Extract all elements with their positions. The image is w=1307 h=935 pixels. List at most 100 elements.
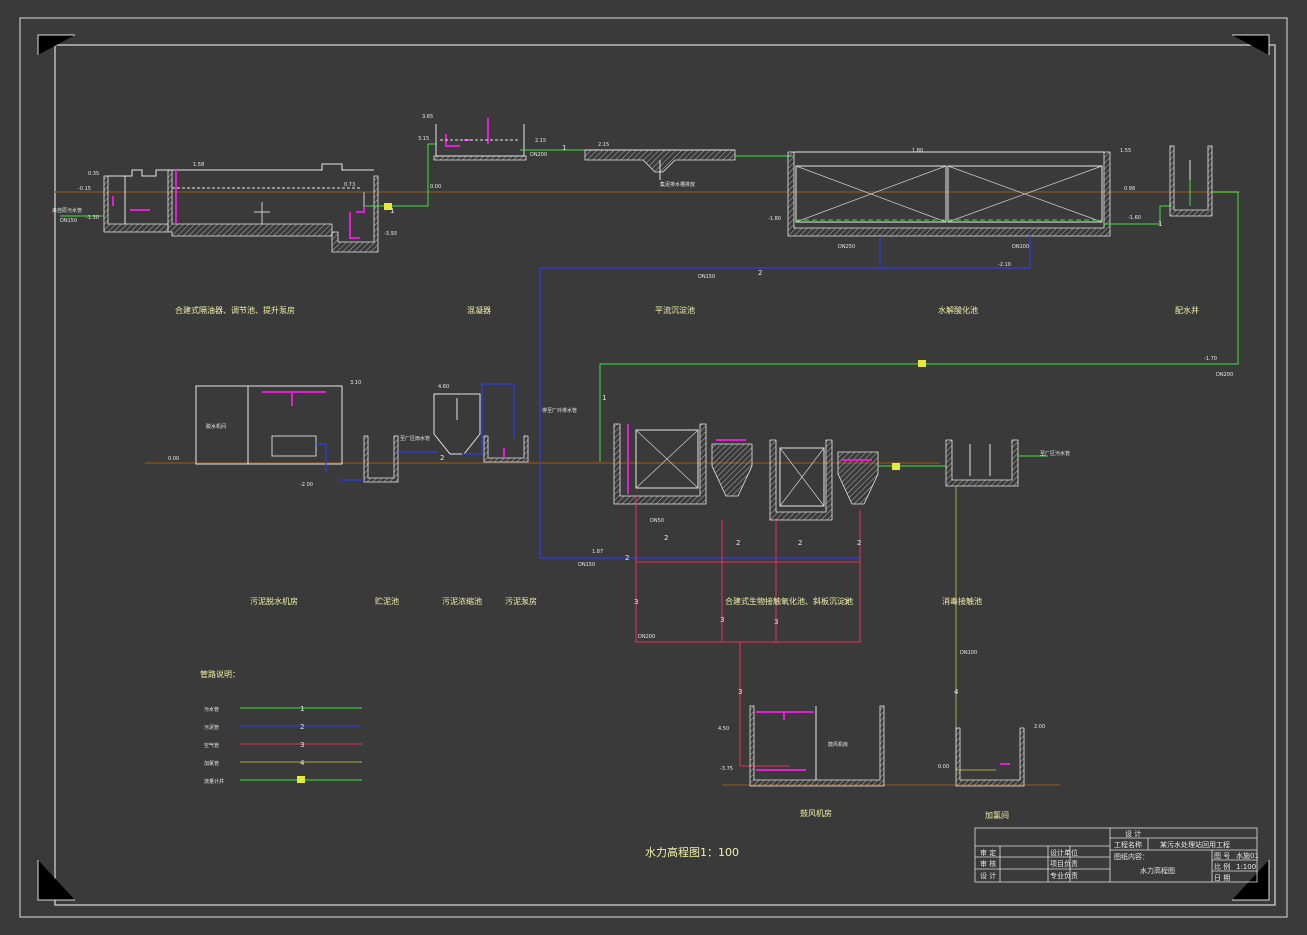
elev-e27: -3.75 xyxy=(720,766,733,772)
tb-drawing-name: 水力高程图 xyxy=(1140,866,1175,875)
svg-text:2: 2 xyxy=(440,454,444,462)
unit-hydrolysis xyxy=(787,151,1111,237)
unit-thickener xyxy=(433,393,481,455)
legend-item-0: 污水管 xyxy=(204,706,219,713)
legend-title: 管路说明： xyxy=(200,669,240,679)
corner-marks xyxy=(37,34,1270,901)
svg-text:3: 3 xyxy=(844,598,848,606)
tb-row0-a: 审 定 xyxy=(980,848,996,857)
note-n4: 至厂区污水管 xyxy=(1040,450,1070,457)
pipe-p8: DN50 xyxy=(650,518,664,524)
svg-text:3: 3 xyxy=(634,598,638,606)
elev-e15: -1.80 xyxy=(768,216,781,222)
label-u10: 合建式生物接触氧化池、斜板沉淀池 xyxy=(725,596,853,606)
pipe-p5: DN150 xyxy=(698,274,715,280)
elev-e26: 0.00 xyxy=(938,764,949,770)
title-block-text: 工程名称 某污水处理站回用工程 设 计 图纸内容： 水力高程图 图 号 水施01… xyxy=(980,829,1259,882)
svg-text:3: 3 xyxy=(738,688,742,696)
label-u3: 平流沉淀池 xyxy=(655,305,695,315)
tb-row2-a: 设 计 xyxy=(980,871,996,880)
pipe-p7: DN150 xyxy=(578,562,595,568)
flowmeter-1 xyxy=(384,203,392,210)
unit-dewatering xyxy=(195,385,343,472)
legend-num-2: 3 xyxy=(300,741,304,749)
elev-e8: 3.15 xyxy=(418,136,429,142)
elev-e9: 2.15 xyxy=(535,138,546,144)
elev-e2: -1.30 xyxy=(86,215,99,221)
unit-chlorination xyxy=(955,727,1025,787)
legend-item-1: 污泥管 xyxy=(204,724,219,731)
unit-oil-separator xyxy=(103,163,379,253)
label-u1: 合建式隔油器、调节池、提升泵房 xyxy=(175,305,295,315)
tb-scale-value: 1:100 xyxy=(1236,863,1256,871)
unit-sedimentation xyxy=(584,149,736,180)
note-n1: 来自原污水管 xyxy=(52,207,82,214)
tb-project-label: 工程名称 xyxy=(1114,840,1142,849)
legend-num-1: 2 xyxy=(300,723,304,731)
label-u8: 污泥浓缩池 xyxy=(442,596,482,606)
elev-e12: 1.80 xyxy=(912,148,923,154)
pipe-p9: DN200 xyxy=(638,634,655,640)
label-u12: 鼓风机房 xyxy=(800,808,832,818)
svg-text:2: 2 xyxy=(664,534,668,542)
unit-disinfection xyxy=(945,439,1019,487)
unit-sludge-storage xyxy=(340,435,399,483)
tb-project-name: 某污水处理站回用工程 xyxy=(1160,840,1230,849)
legend-num-3: 4 xyxy=(300,759,305,767)
svg-text:2: 2 xyxy=(758,269,762,277)
label-u7: 贮泥池 xyxy=(375,596,399,606)
unit-sludge-pump xyxy=(483,435,529,463)
legend-item-4: 流量计井 xyxy=(204,778,224,785)
elev-e20: -2.00 xyxy=(300,482,313,488)
tb-row0-c: 设计单位 xyxy=(1050,848,1078,857)
pipe-p3: DN250 xyxy=(838,244,855,250)
tb-date-label: 日 期 xyxy=(1214,874,1230,882)
label-u6: 污泥脱水机房 xyxy=(250,596,298,606)
elev-e19: 0.00 xyxy=(168,456,179,462)
notes: 来自原污水管 至厂区雨水管 排至厂外排水管 至厂区污水管 集泥排水槽排放 xyxy=(52,181,1070,457)
note-n2: 至厂区雨水管 xyxy=(400,435,430,442)
pipe-p10: DN100 xyxy=(960,650,977,656)
tb-row2-c: 专业负责 xyxy=(1050,871,1078,880)
elev-e24: 4.50 xyxy=(718,726,729,732)
elev-e7: 3.65 xyxy=(422,114,433,120)
sludge-pipe-main xyxy=(539,236,1031,559)
pipe-p1: DN150 xyxy=(60,218,77,224)
air-pipe-manifold xyxy=(635,562,861,643)
elev-e11: 2.15 xyxy=(598,142,609,148)
air-pipe-to-blower xyxy=(739,642,790,767)
pipe-to-distribution xyxy=(1104,205,1172,225)
elev-e3: -0.15 xyxy=(78,186,91,192)
outer-frame xyxy=(19,17,1288,918)
tb-scale-label: 比 例 xyxy=(1214,862,1230,871)
svg-text:2: 2 xyxy=(857,539,861,547)
svg-text:1: 1 xyxy=(1158,220,1162,228)
pipe-sizes: DN150 DN200 DN250 DN100 DN150 DN200 DN15… xyxy=(60,152,1233,656)
pipe-to-oxidation xyxy=(599,191,1239,462)
svg-text:2: 2 xyxy=(736,539,740,547)
svg-text:3: 3 xyxy=(774,618,778,626)
chlorine-pipe xyxy=(955,486,996,771)
svg-text:1: 1 xyxy=(602,394,606,402)
note-n3: 排至厂外排水管 xyxy=(542,407,577,414)
unit-labels: 合建式隔油器、调节池、提升泵房 混凝器 平流沉淀池 水解酸化池 配水井 污泥脱水… xyxy=(175,305,1199,820)
label-u9: 污泥泵房 xyxy=(505,596,537,606)
unit-blower xyxy=(749,705,885,787)
title-block xyxy=(974,827,1258,883)
elev-e22: 4.60 xyxy=(438,384,449,390)
svg-text:4: 4 xyxy=(954,688,959,696)
pipe-to-mixer xyxy=(392,143,436,207)
legend-num-0: 1 xyxy=(300,705,304,713)
label-room2: 鼓风机房 xyxy=(828,741,848,748)
elev-e25: 2.00 xyxy=(1034,724,1045,730)
legend-item-3: 加氯管 xyxy=(204,760,219,767)
label-u2: 混凝器 xyxy=(467,305,491,315)
legend-flowmeter-symbol xyxy=(297,776,305,783)
tb-design: 设 计 xyxy=(1125,829,1141,838)
elev-e18: 3.10 xyxy=(350,380,361,386)
svg-text:3: 3 xyxy=(720,616,724,624)
svg-text:2: 2 xyxy=(625,554,629,562)
